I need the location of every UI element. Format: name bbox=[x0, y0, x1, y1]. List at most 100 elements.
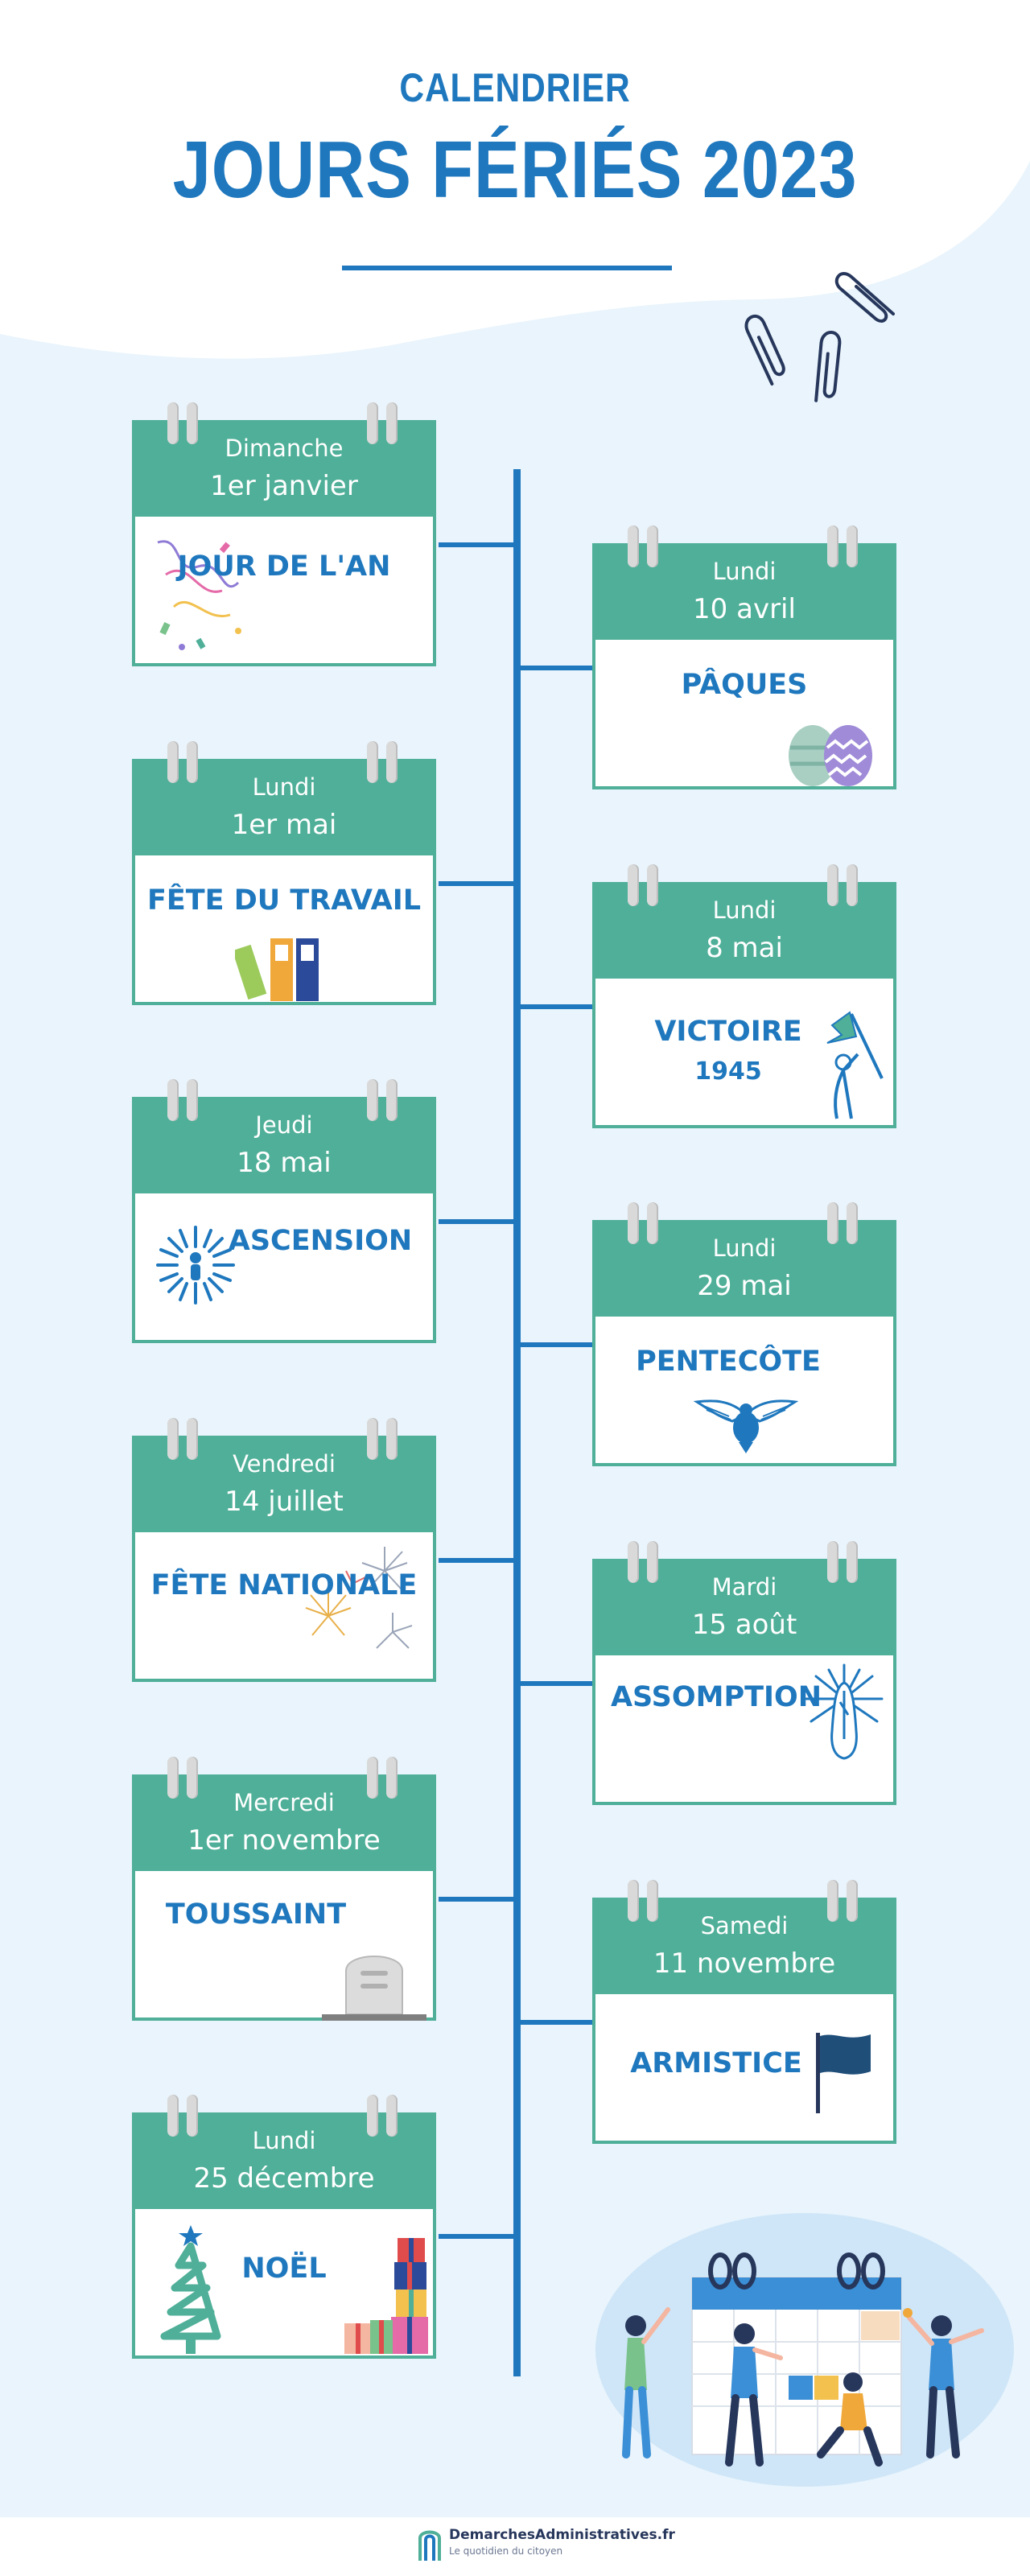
binder-ring bbox=[367, 1757, 378, 1799]
card-weekday: Mercredi bbox=[233, 1789, 335, 1816]
paperclip-icon bbox=[744, 314, 785, 386]
binder-ring bbox=[386, 402, 398, 444]
binder-ring bbox=[167, 402, 179, 444]
paperclip-icon bbox=[834, 272, 895, 323]
dove-icon bbox=[694, 1399, 798, 1453]
binder-ring bbox=[386, 1079, 398, 1121]
binder-ring bbox=[628, 1880, 639, 1922]
card-header: Mercredi 1er novembre bbox=[132, 1757, 436, 1871]
holiday-name: FÊTE DU TRAVAIL bbox=[146, 884, 422, 917]
holiday-card-assomption: Mardi 15 août ASSOMPTION bbox=[592, 1541, 896, 1805]
binder-ring bbox=[386, 741, 398, 783]
card-weekday: Lundi bbox=[252, 2127, 316, 2154]
binder-ring bbox=[847, 1880, 858, 1922]
holiday-card-jour-de-lan: Dimanche 1er janvier JOUR DE L'AN bbox=[132, 402, 436, 666]
timeline-connector bbox=[519, 1681, 595, 1686]
confetti-icon bbox=[157, 540, 241, 650]
binder-ring bbox=[367, 1079, 378, 1121]
holiday-name: ASSOMPTION bbox=[610, 1681, 822, 1713]
holiday-name: NOËL bbox=[241, 2252, 327, 2285]
binder-ring bbox=[628, 526, 639, 567]
holiday-card-victoire-1945: Lundi 8 mai VICTOIRE 1945 bbox=[592, 864, 896, 1128]
binder-ring bbox=[367, 741, 378, 783]
binder-ring bbox=[847, 526, 858, 567]
footer-brand[interactable]: DemarchesAdministratives.fr bbox=[449, 2527, 675, 2543]
card-weekday: Lundi bbox=[712, 558, 777, 585]
binder-ring bbox=[628, 1202, 639, 1244]
card-date: 8 mai bbox=[706, 932, 783, 964]
holiday-name: ARMISTICE bbox=[630, 2047, 802, 2079]
binder-ring bbox=[167, 1418, 179, 1460]
card-weekday: Lundi bbox=[712, 896, 777, 924]
card-weekday: Mardi bbox=[711, 1573, 777, 1601]
card-date: 1er novembre bbox=[187, 1824, 381, 1857]
easter-eggs-icon bbox=[789, 725, 872, 786]
timeline-connector bbox=[439, 881, 515, 886]
timeline-axis bbox=[513, 469, 521, 2376]
christmas-tree-icon bbox=[160, 2225, 221, 2354]
tombstone-icon bbox=[322, 1956, 426, 2021]
binder-ring bbox=[187, 1079, 198, 1121]
calendar-team-illustration bbox=[595, 2213, 1014, 2487]
victory-flag-icon bbox=[826, 1011, 884, 1119]
brand-logo-icon bbox=[418, 2530, 441, 2561]
card-header: Jeudi 18 mai bbox=[132, 1079, 436, 1193]
card-weekday: Dimanche bbox=[225, 435, 344, 462]
card-header: Lundi 29 mai bbox=[592, 1202, 896, 1317]
holiday-card-pentecote: Lundi 29 mai PENTECÔTE bbox=[592, 1202, 896, 1466]
card-weekday: Samedi bbox=[700, 1912, 789, 1939]
holiday-name: FÊTE NATIONALE bbox=[150, 1569, 418, 1601]
holiday-name: TOUSSAINT bbox=[165, 1898, 347, 1931]
binder-ring bbox=[827, 1880, 838, 1922]
holiday-card-noel: Lundi 25 décembre NOËL bbox=[132, 2095, 436, 2359]
binder-ring bbox=[647, 1880, 658, 1922]
binder-ring bbox=[647, 1202, 658, 1244]
title-underline bbox=[342, 266, 672, 270]
holiday-name-year: 1945 bbox=[694, 1057, 762, 1086]
holiday-name: PÂQUES bbox=[681, 669, 808, 701]
card-weekday: Lundi bbox=[252, 773, 316, 801]
binder-ring bbox=[847, 1541, 858, 1583]
binder-ring bbox=[167, 1079, 179, 1121]
timeline-connector bbox=[439, 1897, 515, 1902]
timeline-connector bbox=[439, 1558, 515, 1563]
footer bbox=[0, 2517, 1030, 2576]
binder-ring bbox=[647, 864, 658, 906]
card-weekday: Lundi bbox=[712, 1234, 777, 1262]
card-header: Samedi 11 novembre bbox=[592, 1880, 896, 1994]
binder-ring bbox=[367, 1418, 378, 1460]
binder-ring bbox=[827, 1541, 838, 1583]
binder-ring bbox=[187, 2095, 198, 2137]
holiday-card-armistice: Samedi 11 novembre ARMISTICE bbox=[592, 1880, 896, 2144]
binder-ring bbox=[386, 2095, 398, 2137]
virgin-mary-icon bbox=[805, 1663, 884, 1760]
card-date: 14 juillet bbox=[225, 1486, 344, 1518]
card-date: 11 novembre bbox=[653, 1947, 836, 1980]
fireworks-icon bbox=[305, 1547, 413, 1649]
card-header: Lundi 8 mai bbox=[592, 864, 896, 979]
hero-background bbox=[0, 0, 1030, 359]
holiday-card-fete-du-travail: Lundi 1er mai FÊTE DU TRAVAIL bbox=[132, 741, 436, 1005]
binder-ring bbox=[167, 1757, 179, 1799]
binder-ring bbox=[847, 864, 858, 906]
binder-ring bbox=[187, 1757, 198, 1799]
card-date: 1er janvier bbox=[210, 470, 358, 502]
timeline-connector bbox=[439, 2234, 515, 2239]
binder-ring bbox=[628, 864, 639, 906]
timeline-connector bbox=[519, 2020, 595, 2025]
binder-ring bbox=[827, 526, 838, 567]
holiday-name: VICTOIRE bbox=[654, 1016, 802, 1048]
card-weekday: Jeudi bbox=[255, 1111, 313, 1139]
page-subtitle: CALENDRIER bbox=[399, 65, 631, 110]
card-header: Lundi 10 avril bbox=[592, 526, 896, 640]
card-header: Vendredi 14 juillet bbox=[132, 1418, 436, 1532]
card-date: 29 mai bbox=[697, 1270, 792, 1302]
timeline-connector bbox=[439, 1219, 515, 1224]
card-header: Mardi 15 août bbox=[592, 1541, 896, 1655]
holiday-name: PENTECÔTE bbox=[636, 1346, 821, 1378]
binder-ring bbox=[827, 864, 838, 906]
binder-ring bbox=[187, 741, 198, 783]
timeline-connector bbox=[519, 666, 595, 670]
holiday-card-toussaint: Mercredi 1er novembre TOUSSAINT bbox=[132, 1757, 436, 2021]
holiday-name: ASCENSION bbox=[228, 1225, 413, 1257]
